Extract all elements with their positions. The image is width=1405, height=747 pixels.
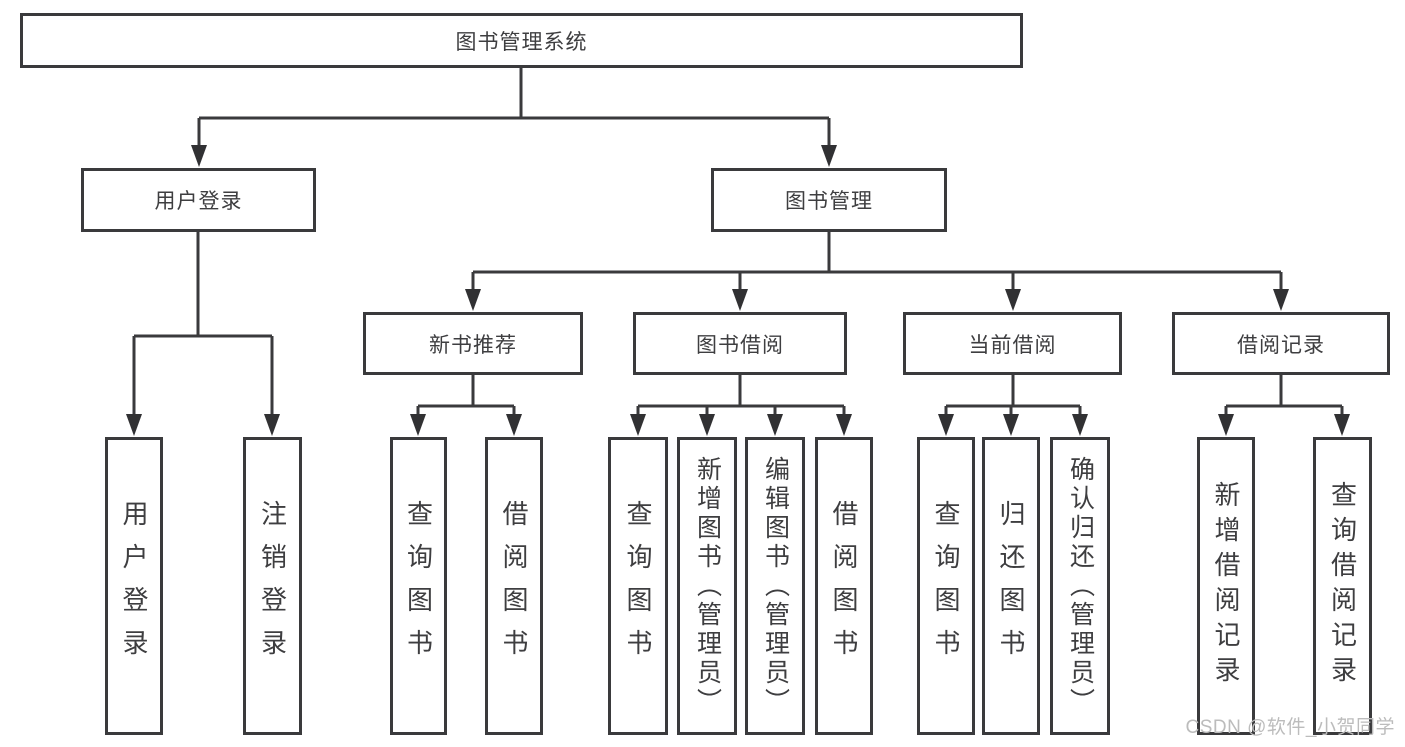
leaf-label: 借阅图书 <box>829 500 859 672</box>
leaf-bb-edit-books-admin: 编辑图书（管理员） <box>745 437 805 735</box>
leaf-logout-login: 注销登录 <box>243 437 302 735</box>
watermark-text: CSDN @软件_小贺同学 <box>1185 717 1395 738</box>
leaf-label: 查询图书 <box>623 500 653 672</box>
node-book-management: 图书管理 <box>711 168 947 232</box>
leaf-label: 新增图书（管理员） <box>693 455 722 717</box>
leaf-cb-confirm-return-admin: 确认归还（管理员） <box>1050 437 1110 735</box>
leaf-bb-query-books: 查询图书 <box>608 437 668 735</box>
leaf-br-query-record: 查询借阅记录 <box>1313 437 1372 735</box>
leaf-user-login: 用户登录 <box>105 437 163 735</box>
leaf-label: 查询图书 <box>403 500 434 672</box>
leaf-label: 编辑图书（管理员） <box>761 455 790 717</box>
leaf-label: 用户登录 <box>119 500 149 672</box>
leaf-nbr-borrow-books: 借阅图书 <box>485 437 543 735</box>
node-library-management-system: 图书管理系统 <box>20 13 1023 68</box>
leaf-label: 新增借阅记录 <box>1211 481 1241 691</box>
leaf-cb-query-books: 查询图书 <box>917 437 975 735</box>
leaf-label: 查询图书 <box>931 500 961 672</box>
leaf-label: 注销登录 <box>257 500 288 672</box>
leaf-label: 确认归还（管理员） <box>1066 455 1095 717</box>
leaf-br-add-record: 新增借阅记录 <box>1197 437 1255 735</box>
leaf-bb-borrow-books: 借阅图书 <box>815 437 873 735</box>
leaf-label: 借阅图书 <box>499 500 529 672</box>
leaf-label: 归还图书 <box>996 500 1026 672</box>
node-book-borrowing: 图书借阅 <box>633 312 847 375</box>
leaf-bb-add-books-admin: 新增图书（管理员） <box>677 437 737 735</box>
leaf-nbr-query-books: 查询图书 <box>390 437 447 735</box>
node-current-borrowing: 当前借阅 <box>903 312 1122 375</box>
leaf-label: 查询借阅记录 <box>1327 481 1358 691</box>
node-user-login: 用户登录 <box>81 168 316 232</box>
leaf-cb-return-books: 归还图书 <box>982 437 1040 735</box>
node-new-book-recommendation: 新书推荐 <box>363 312 583 375</box>
node-borrowing-records: 借阅记录 <box>1172 312 1390 375</box>
